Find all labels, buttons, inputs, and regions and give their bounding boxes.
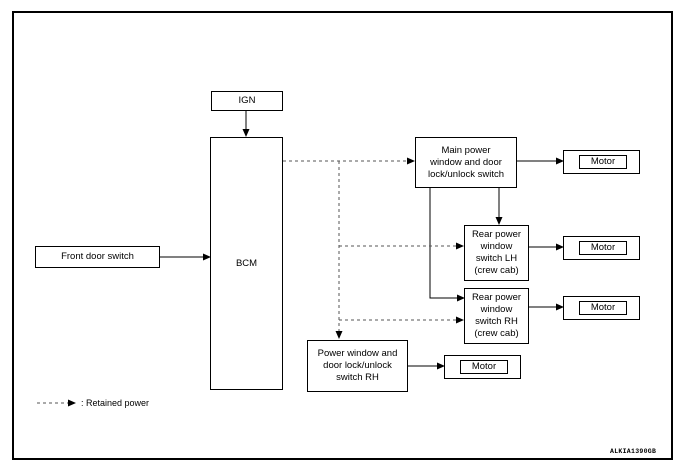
motor-passenger-label: Motor <box>460 360 508 374</box>
passenger-power-window-switch-block: Power window and door lock/unlock switch… <box>307 340 408 392</box>
main-power-window-switch-block: Main power window and door lock/unlock s… <box>415 137 517 188</box>
legend-retained-power-label: : Retained power <box>81 398 150 408</box>
line-main-to-rear-rh <box>429 188 465 302</box>
motor-rear-rh-label: Motor <box>579 301 627 315</box>
motor-main-label: Motor <box>579 155 627 169</box>
motor-rear-rh-block: Motor <box>563 296 640 320</box>
motor-main-block: Motor <box>563 150 640 174</box>
motor-rear-lh-block: Motor <box>563 236 640 260</box>
motor-rear-lh-label: Motor <box>579 241 627 255</box>
rear-power-window-switch-rh-block: Rear power window switch RH (crew cab) <box>464 288 529 344</box>
front-door-switch-block: Front door switch <box>35 246 160 268</box>
figure-code: ALKIA1390GB <box>610 448 657 455</box>
motor-passenger-block: Motor <box>444 355 521 379</box>
diagram-frame <box>12 11 673 460</box>
rear-power-window-switch-lh-block: Rear power window switch LH (crew cab) <box>464 225 529 281</box>
bcm-block: BCM <box>210 137 283 390</box>
ign-block: IGN <box>211 91 283 111</box>
legend-retained-power: : Retained power <box>35 397 149 409</box>
